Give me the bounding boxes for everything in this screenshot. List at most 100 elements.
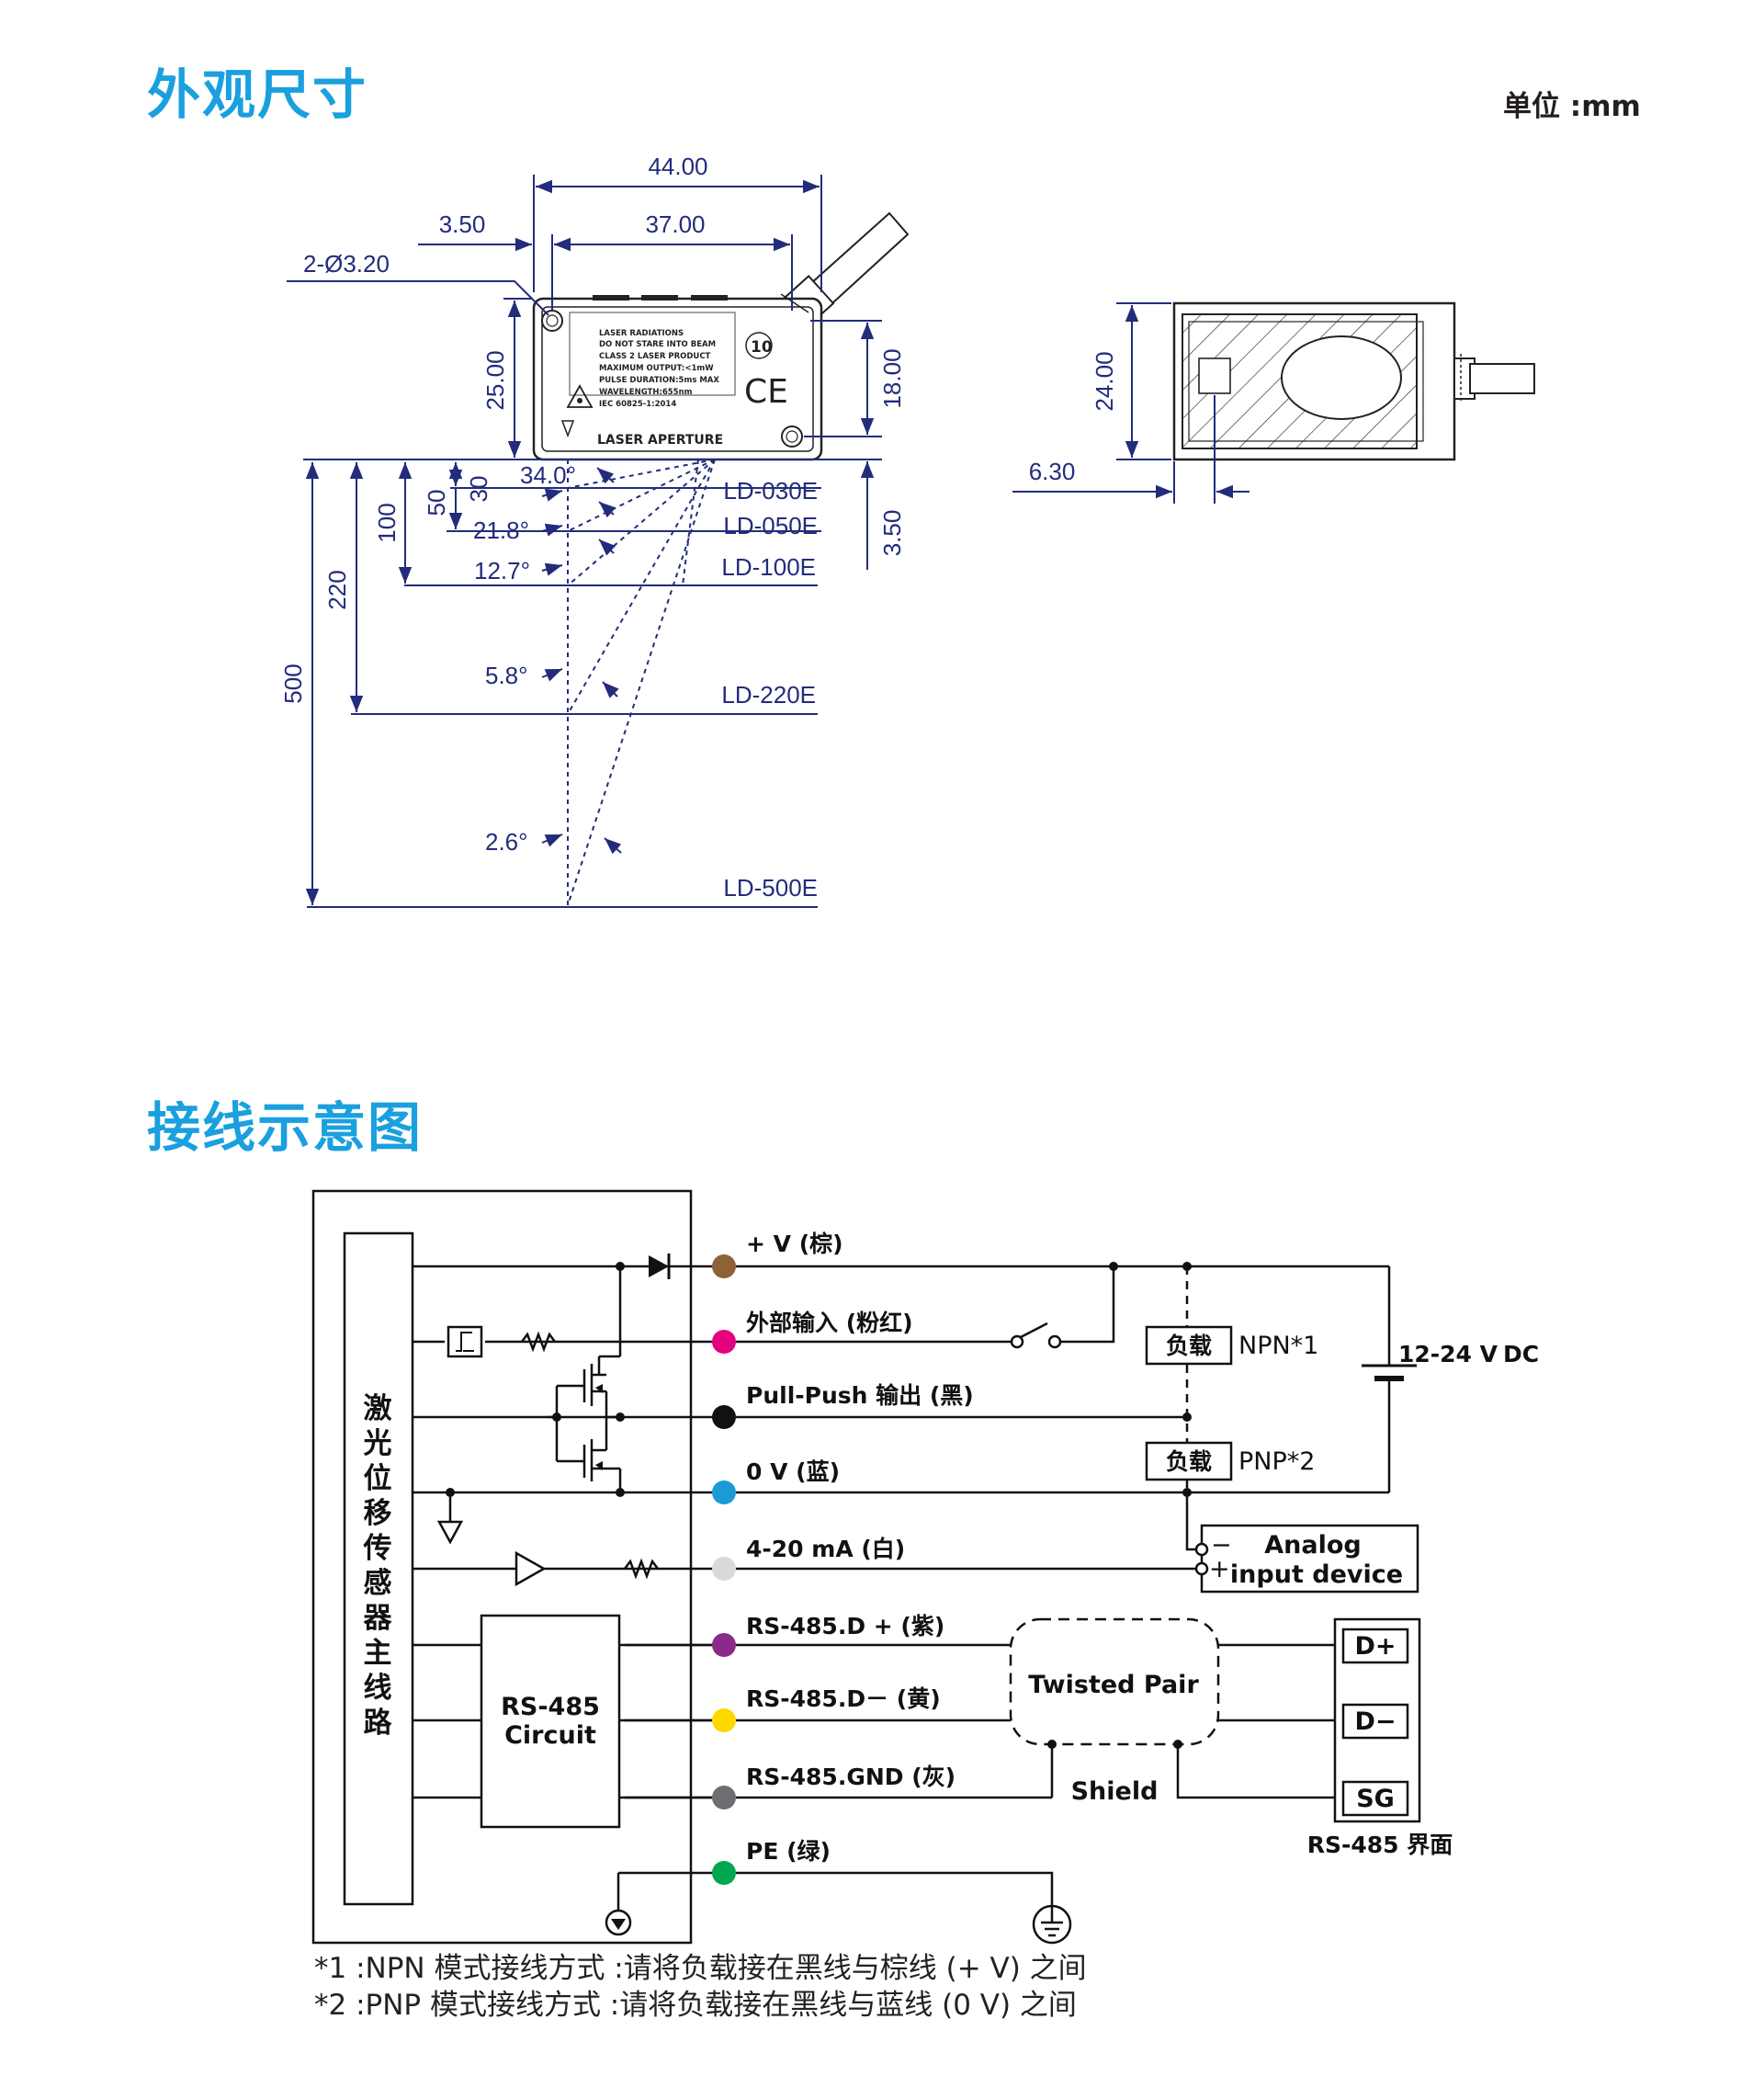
dim-height-side: 18.00: [804, 320, 906, 437]
svg-text:6.30: 6.30: [1029, 458, 1076, 485]
wire-dot-yellow: [712, 1708, 736, 1732]
analog-minus: −: [1211, 1531, 1232, 1560]
svg-text:25.00: 25.00: [481, 350, 509, 410]
load-label-npn: 负载: [1166, 1333, 1212, 1359]
switch-contact-a: [1010, 1334, 1024, 1349]
label-line-7: IEC 60825-1:2014: [599, 400, 676, 409]
model-label-050: LD-050E: [723, 512, 818, 539]
sensor-box: [311, 1189, 693, 1945]
wire-label-ext-input: 外部输入 (粉红): [746, 1310, 913, 1336]
wire-dot-gray: [712, 1786, 736, 1809]
dim-side-offset: 6.30: [1012, 395, 1250, 504]
wire-dot-blue: [712, 1480, 736, 1504]
svg-text:30: 30: [465, 476, 492, 503]
terminal-sg-label: SG: [1356, 1785, 1395, 1813]
resistor-icon: [521, 1331, 556, 1353]
wire-dot-brown: [712, 1254, 736, 1278]
dim-width-overall: 44.00: [533, 153, 822, 292]
shield-label: Shield: [1071, 1777, 1159, 1806]
diode-icon: [649, 1255, 669, 1277]
unit-label: 单位 :mm: [1503, 90, 1641, 123]
label-line-4: MAXIMUM OUTPUT:<1mW: [599, 364, 714, 373]
push-pull-transistors: [548, 1266, 625, 1497]
aperture-label: LASER APERTURE: [597, 433, 723, 448]
wire-dot-black: [712, 1405, 736, 1429]
rs485-interface-label: RS-485 界面: [1307, 1832, 1453, 1858]
wire-label-plus-v: + V (棕): [746, 1231, 843, 1257]
svg-text:3.50: 3.50: [878, 510, 906, 557]
wiring-diagram: RS-485 Circuit: [311, 1189, 1539, 1945]
ground-icon: [436, 1520, 464, 1545]
footnotes: *1 :NPN 模式接线方式 :请将负载接在黑线与棕线 (+ V) 之间 *2 …: [314, 1950, 1087, 2024]
wire-label-pullpush: Pull-Push 输出 (黑): [746, 1382, 974, 1409]
rs485-circuit-box: [480, 1614, 621, 1829]
dim-hole-span: 37.00: [551, 210, 793, 311]
analog-line2: input device: [1230, 1560, 1403, 1589]
svg-text:100: 100: [373, 503, 401, 542]
wire-dot-white: [712, 1557, 736, 1581]
rs485-circuit-line2: Circuit: [504, 1721, 596, 1750]
dim-aperture-offset: 3.50: [821, 459, 906, 570]
emitter-window: [1198, 357, 1231, 394]
terminal-sg: [1341, 1780, 1409, 1817]
wire-label-pe: PE (绿): [746, 1838, 831, 1865]
svg-text:220: 220: [323, 570, 351, 609]
svg-text:18.00: 18.00: [878, 348, 906, 408]
switch-contact-b: [1047, 1334, 1062, 1349]
svg-text:37.00: 37.00: [645, 210, 705, 238]
wire-label-0v: 0 V (蓝): [746, 1458, 840, 1485]
environmental-10-icon: [745, 332, 773, 359]
svg-text:3.50: 3.50: [439, 210, 486, 238]
analog-line1: Analog: [1264, 1531, 1361, 1560]
svg-text:50: 50: [423, 490, 450, 516]
wire-label-rs485-gnd: RS-485.GND (灰): [746, 1764, 956, 1790]
model-label-030: LD-030E: [723, 477, 818, 505]
mounting-hole-bottom: [781, 425, 803, 448]
wire-dot-pink: [712, 1330, 736, 1354]
dim-holes: 2-Ø3.20: [287, 250, 549, 316]
laser-warning-icon: [566, 384, 594, 408]
terminal-dminus: [1341, 1703, 1409, 1740]
svg-text:5.8°: 5.8°: [485, 662, 528, 689]
section-title-wiring: 接线示意图: [147, 1096, 424, 1159]
analog-device-box: [1200, 1524, 1419, 1594]
section-title-dimensions: 外观尺寸: [147, 63, 368, 126]
ce-mark-icon: CE: [744, 373, 788, 411]
load-label-pnp: 负载: [1166, 1448, 1212, 1475]
dim-side-height: 24.00: [1091, 302, 1171, 460]
svg-text:12.7°: 12.7°: [474, 557, 530, 584]
label-line-2: DO NOT STARE INTO BEAM: [599, 340, 716, 349]
model-label-100: LD-100E: [721, 553, 816, 581]
range-diagram: 30 50 100 220 500 34.0° 21.8° 12.7° 5.8°…: [279, 459, 821, 908]
npn-label: NPN*1: [1238, 1332, 1318, 1360]
terminal-dminus-label: D−: [1354, 1707, 1396, 1736]
wire-label-rs485-dplus: RS-485.D + (紫): [746, 1613, 944, 1639]
supply-voltage: 12-24 V: [1398, 1341, 1498, 1367]
front-view: LASER RADIATIONS DO NOT STARE INTO BEAM …: [532, 211, 910, 461]
dim-hole-offset: 3.50: [418, 210, 574, 252]
receiving-lens: [1281, 335, 1402, 420]
footnote-npn: *1 :NPN 模式接线方式 :请将负载接在黑线与棕线 (+ V) 之间: [314, 1952, 1087, 1985]
rs485-circuit-line1: RS-485: [501, 1693, 600, 1721]
svg-text:44.00: 44.00: [648, 153, 707, 180]
load-box-npn: [1145, 1325, 1233, 1366]
model-label-500: LD-500E: [723, 874, 818, 902]
mounting-hole-top: [541, 310, 563, 332]
twisted-pair-box: [1009, 1617, 1220, 1746]
label-line-3: CLASS 2 LASER PRODUCT: [599, 352, 711, 361]
terminal-dplus-label: D+: [1354, 1632, 1396, 1661]
resistor-icon-2: [624, 1558, 659, 1580]
main-circuit-vertical-label: 激光位移传感器主线路: [363, 1392, 392, 1740]
model-label-220: LD-220E: [721, 681, 816, 709]
footnote-pnp: *2 :PNP 模式接线方式 :请将负载接在黑线与蓝线 (0 V) 之间: [314, 1989, 1077, 2022]
mark-10-text: 10: [751, 338, 773, 357]
schmitt-trigger-icon: [447, 1325, 483, 1358]
pnp-label: PNP*2: [1238, 1447, 1315, 1476]
svg-text:500: 500: [279, 664, 307, 703]
label-line-6: WAVELENGTH:655nm: [599, 388, 693, 397]
buffer-icon: [514, 1550, 547, 1587]
analog-plus: +: [1209, 1555, 1230, 1583]
svg-text:24.00: 24.00: [1091, 351, 1118, 411]
svg-text:34.0°: 34.0°: [520, 461, 576, 489]
aperture-marker-icon: [560, 420, 575, 438]
